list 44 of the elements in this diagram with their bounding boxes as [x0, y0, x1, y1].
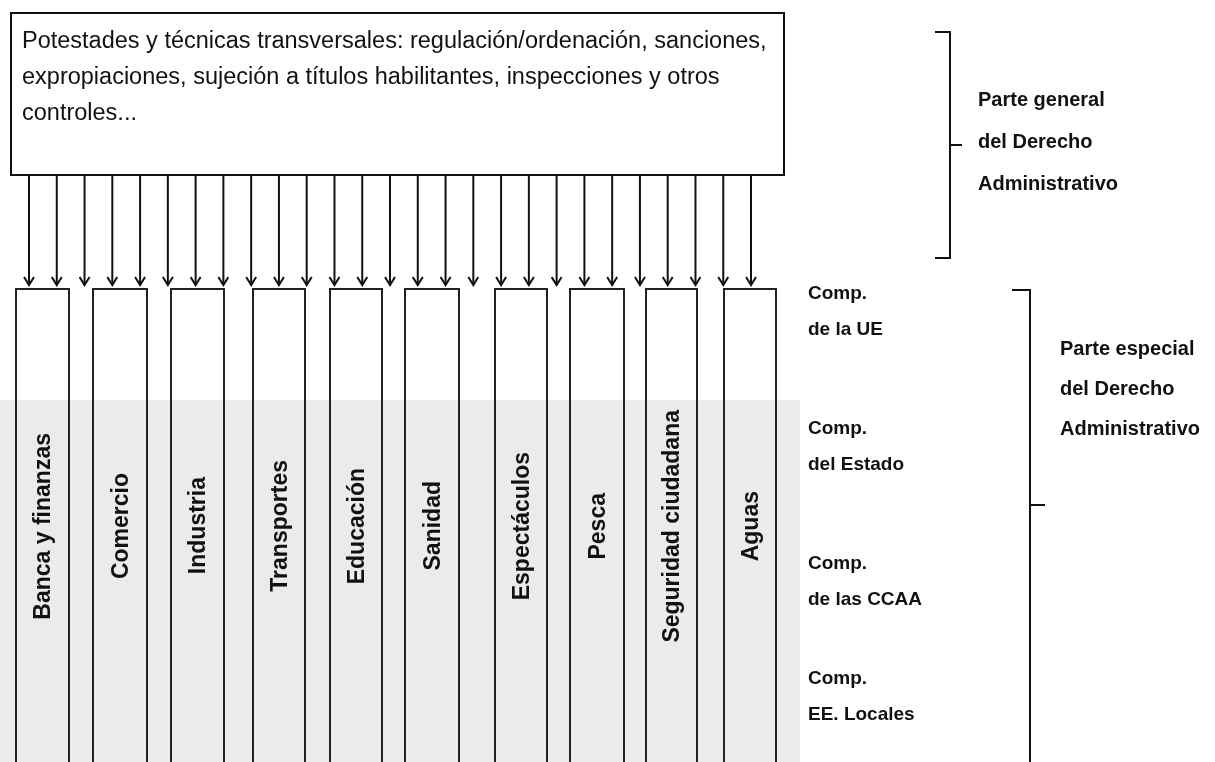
- arrow: [106, 175, 119, 286]
- annotation-label: Comp. de las CCAA: [808, 551, 923, 611]
- arrow: [245, 175, 258, 286]
- arrow: [50, 175, 63, 286]
- arrow: [439, 175, 452, 286]
- annotation-label: Parte general del Derecho Administrativo: [978, 87, 1120, 196]
- column-box: Banca y finanzas: [15, 288, 70, 762]
- arrow: [328, 175, 341, 286]
- arrow: [689, 175, 702, 286]
- arrow: [495, 175, 508, 286]
- column-box: Educación: [329, 288, 383, 762]
- arrow: [522, 175, 535, 286]
- arrow: [606, 175, 619, 286]
- annotation-label: Comp. de la UE: [808, 281, 883, 341]
- arrow: [578, 175, 591, 286]
- arrow: [161, 175, 174, 286]
- column-box: Industria: [170, 288, 225, 762]
- arrow: [411, 175, 424, 286]
- column-box: Pesca: [569, 288, 625, 762]
- column-box: Comercio: [92, 288, 148, 762]
- column-box: Seguridad ciudadana: [645, 288, 698, 762]
- arrow: [134, 175, 147, 286]
- annotation-label: Comp. del Estado: [808, 416, 905, 476]
- arrow: [23, 175, 35, 286]
- column-box: Transportes: [252, 288, 306, 762]
- arrow: [300, 175, 313, 286]
- arrow: [217, 175, 230, 286]
- arrow: [745, 175, 757, 286]
- arrow: [384, 175, 396, 286]
- text-box: Potestades y técnicas transversales: regulación/ordenación, sanciones, expropiaciones, sujeción a títulos habilitantes, inspecciones y otros controles...: [10, 12, 785, 176]
- annotation-label: Comp. EE. Locales: [808, 666, 915, 726]
- column-box: Espectáculos: [494, 288, 548, 762]
- arrow: [78, 175, 91, 286]
- arrow: [272, 175, 285, 286]
- arrow: [550, 175, 563, 286]
- arrow: [717, 175, 730, 286]
- column-box: Sanidad: [404, 288, 460, 762]
- arrow: [189, 175, 202, 286]
- annotation-label: Parte especial del Derecho Administrativo: [1060, 336, 1200, 441]
- arrow: [633, 175, 646, 286]
- column-box: Aguas: [723, 288, 777, 762]
- arrow: [661, 175, 674, 286]
- arrow: [356, 175, 369, 286]
- arrow: [467, 175, 480, 286]
